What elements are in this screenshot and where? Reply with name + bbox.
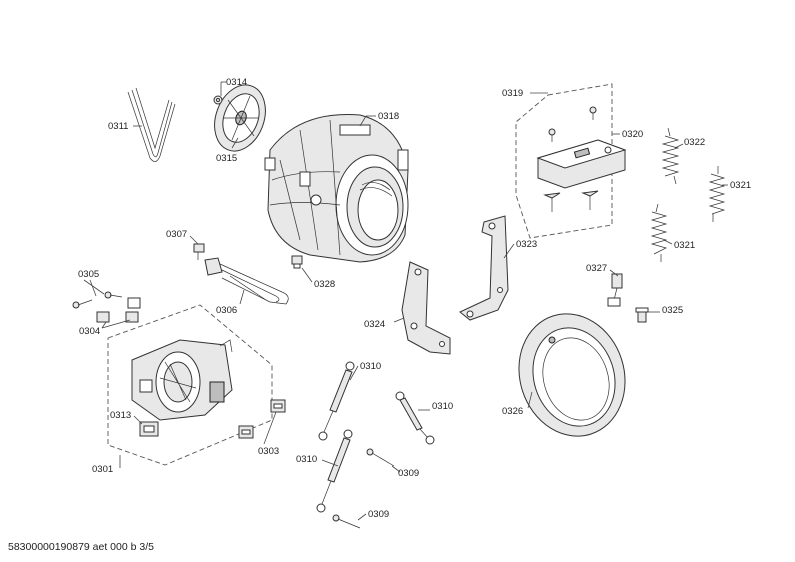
nuts-0304 [96,297,141,323]
motor [131,339,233,421]
label-0321-right: 0321 [730,180,751,191]
part-0325 [635,307,649,323]
label-0307: 0307 [166,229,187,240]
drawing-reference-number: 58300000190879 aet 000 b 3/5 [8,541,154,553]
heating-element [204,257,289,305]
label-0313: 0313 [110,410,131,421]
sensor-0327 [607,273,623,307]
label-0320: 0320 [622,129,643,140]
tub [264,113,409,263]
label-0309-lower: 0309 [368,509,389,520]
label-0319: 0319 [502,88,523,99]
label-0304: 0304 [79,326,100,337]
label-0322: 0322 [684,137,705,148]
drum-pulley [214,84,266,152]
label-0321-left: 0321 [674,240,695,251]
tub-spring-0322 [661,127,680,185]
bolt-upper [366,448,395,467]
label-0314: 0314 [226,77,247,88]
motor-connector [139,421,159,437]
label-0310-right: 0310 [432,401,453,412]
label-0323: 0323 [516,239,537,250]
label-0310-top: 0310 [360,361,381,372]
drive-belt [127,87,176,162]
door-gasket [518,313,626,437]
screws-0305 [72,291,123,309]
label-0324: 0324 [364,319,385,330]
counterweight-block [536,139,627,189]
mounting-screws [543,106,599,212]
label-0306: 0306 [216,305,237,316]
tub-bracket-0323 [459,215,509,321]
label-0309-upper: 0309 [398,468,419,479]
label-0303: 0303 [258,446,279,457]
tub-clip [291,255,303,269]
label-0318: 0318 [378,111,399,122]
tub-spring-0321-right [708,166,726,222]
tub-spring-0321-left [650,203,668,262]
shock-absorber-right [395,391,435,445]
pulley-nut [213,95,223,105]
label-0325: 0325 [662,305,683,316]
label-0326: 0326 [502,406,523,417]
bolt-lower [332,514,361,529]
label-0311: 0311 [108,121,128,132]
shock-absorber-bottom [316,429,353,513]
group-0319-outline [515,83,613,239]
tub-bracket-0324 [401,261,451,355]
motor-group-outline [107,304,273,466]
label-0328: 0328 [314,279,335,290]
label-0301: 0301 [92,464,113,475]
label-0315: 0315 [216,153,237,164]
damper-pins [238,399,286,439]
shock-absorber-top [318,361,355,441]
label-0310-bottom: 0310 [296,454,317,465]
ntc-sensor [193,243,205,260]
label-0305: 0305 [78,269,99,280]
label-0327: 0327 [586,263,607,274]
